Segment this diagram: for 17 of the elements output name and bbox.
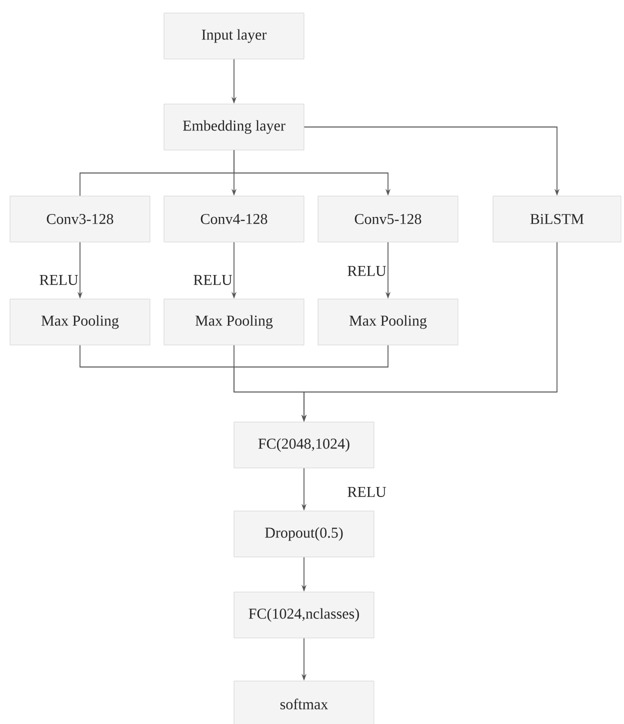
edge-label: RELU [348,487,386,497]
layer-box: FC(2048,1024) [234,422,374,468]
layer-box: Max Pooling [164,298,304,346]
edge-label: RELU [40,275,78,285]
edge-label: RELU [194,275,232,285]
layer-box: Conv5-128 [318,196,458,242]
layer-box: FC(1024,nclasses) [234,592,374,638]
layer-box: Conv3-128 [10,196,150,242]
layer-box: Max Pooling [318,298,458,346]
layer-box: Dropout(0.5) [234,510,374,558]
layer-box: Max Pooling [10,298,150,346]
layer-box: softmax [234,680,374,724]
edge-label: RELU [348,266,386,276]
layer-box: Input layer [164,12,304,60]
layer-box: BiLSTM [492,196,622,242]
layer-box: Conv4-128 [164,196,304,242]
layer-box: Embedding layer [164,104,304,150]
